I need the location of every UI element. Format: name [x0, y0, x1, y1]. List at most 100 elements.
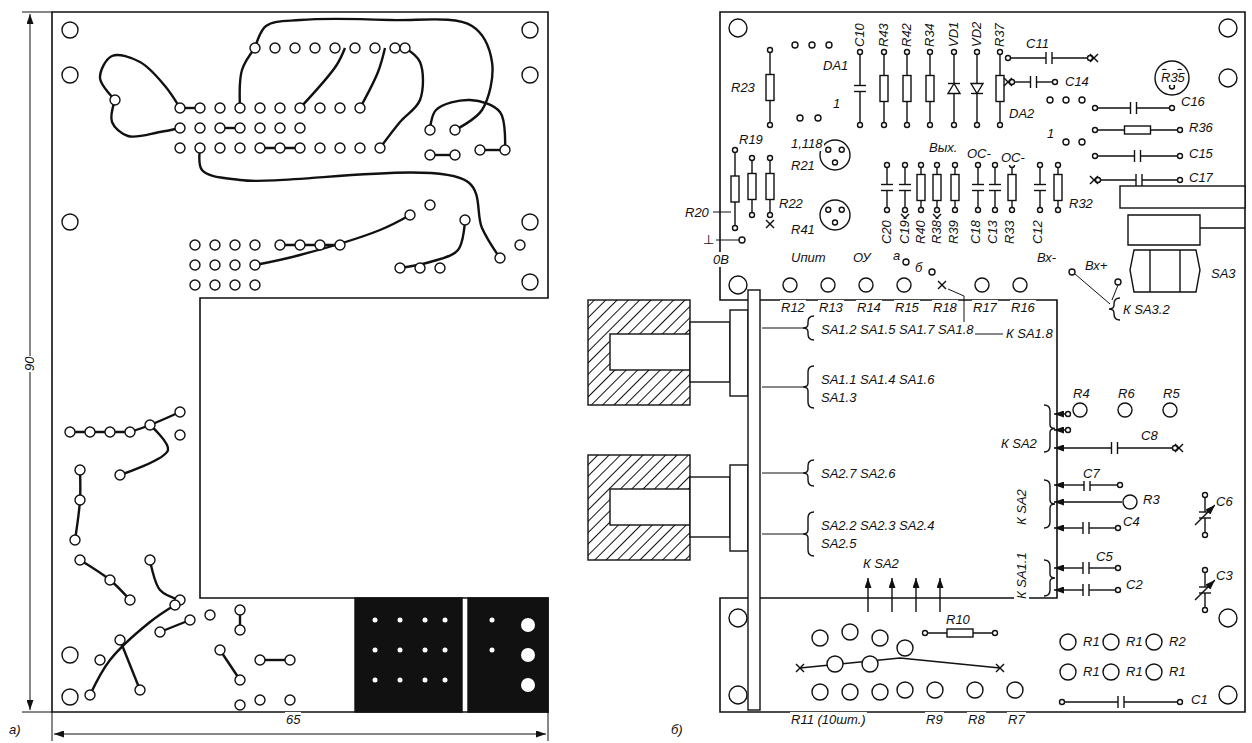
- capacitor-lead: [1054, 527, 1083, 528]
- pad: [275, 143, 285, 153]
- resistor-pad: [1103, 664, 1119, 680]
- dimension-line: [54, 734, 546, 735]
- leader-arrow: [867, 578, 868, 612]
- capacitor-symbol: [1051, 52, 1052, 64]
- pad: [1178, 700, 1183, 705]
- part-label: Вх+: [1084, 258, 1108, 273]
- ground-lead: [716, 240, 739, 241]
- knob-shaft: [610, 334, 690, 370]
- copper-trace: [90, 605, 175, 695]
- drill-hole: [398, 648, 403, 653]
- drill-hole: [490, 618, 495, 623]
- pad: [215, 143, 225, 153]
- resistor-pad: [872, 684, 888, 700]
- part-label: C2: [1125, 577, 1144, 592]
- ic-pin: [792, 42, 798, 48]
- pad: [750, 213, 755, 218]
- part-label: R42: [899, 22, 914, 48]
- pad: [1010, 208, 1015, 213]
- part-label: R19: [738, 132, 764, 147]
- part-label: C17: [1188, 170, 1214, 185]
- capacitor-symbol: [989, 184, 1001, 185]
- pad: [1013, 278, 1027, 292]
- mounting-hole: [62, 214, 78, 230]
- part-label: 1: [1046, 126, 1055, 141]
- drill-hole: [521, 648, 535, 662]
- resistor-symbol: [766, 174, 774, 200]
- pad: [993, 208, 998, 213]
- part-label: R10: [945, 612, 971, 627]
- pad: [395, 263, 405, 273]
- pad: [115, 635, 125, 645]
- part-label: R12: [780, 300, 806, 315]
- part-label: а: [892, 248, 901, 263]
- part-label: R33: [1002, 219, 1017, 245]
- capacitor-lead: [859, 92, 860, 126]
- pad: [295, 143, 305, 153]
- ic-pin: [1047, 97, 1053, 103]
- pad: [105, 575, 115, 585]
- leader-line: [762, 473, 803, 474]
- cross-mark: [796, 664, 804, 672]
- resistor-pad: [1103, 634, 1119, 650]
- part-label: 90: [22, 356, 37, 372]
- cross-mark: [1175, 444, 1183, 452]
- capacitor-lead: [1118, 447, 1176, 448]
- pad: [250, 240, 260, 250]
- resistor-pad: [1146, 664, 1162, 680]
- part-label: C11: [1025, 36, 1050, 51]
- capacitor-symbol: [899, 190, 911, 191]
- pad: [425, 125, 435, 135]
- resistor-pad: [862, 656, 878, 672]
- part-label: R6: [1117, 386, 1136, 401]
- knob-section: [588, 300, 690, 405]
- pad: [235, 605, 245, 615]
- pad: [110, 95, 120, 105]
- pad: [295, 123, 305, 133]
- part-label: R21: [790, 158, 816, 173]
- knob-section: [588, 455, 690, 560]
- pad: [998, 50, 1003, 55]
- extension-line: [22, 712, 52, 713]
- pad: [897, 278, 911, 292]
- capacitor-symbol: [1088, 522, 1089, 534]
- part-label: C20: [879, 219, 894, 245]
- pad: [235, 143, 245, 153]
- pad: [1093, 106, 1098, 111]
- part-label: R22: [778, 196, 804, 211]
- mounting-hole: [522, 214, 538, 230]
- pad: [1053, 80, 1058, 85]
- pad: [310, 43, 320, 53]
- bracket: [803, 316, 814, 340]
- pad: [175, 143, 185, 153]
- capacitor-lead: [1124, 701, 1180, 702]
- pad: [190, 280, 200, 290]
- mounting-plate: [748, 290, 760, 710]
- mounting-hole: [522, 22, 538, 38]
- part-label: R15: [894, 300, 920, 315]
- pad: [768, 213, 773, 218]
- resistor-symbol: [926, 76, 934, 102]
- pad: [919, 208, 924, 213]
- leader-line: [762, 387, 803, 388]
- mounting-hole: [1219, 69, 1237, 87]
- capacitor-lead: [1137, 107, 1173, 108]
- drawing-group: [22, 12, 1245, 741]
- bracket: [803, 366, 814, 408]
- pad: [235, 123, 245, 133]
- pad: [826, 207, 831, 212]
- part-label: C18: [968, 219, 983, 245]
- bracket: [1044, 480, 1055, 528]
- part-label: VD1: [946, 21, 961, 48]
- pad: [858, 50, 863, 55]
- copper-trace: [100, 55, 180, 108]
- part-label: 0В: [712, 252, 730, 267]
- copper-trace: [400, 220, 465, 268]
- pad: [1203, 608, 1208, 613]
- pad: [205, 610, 215, 620]
- capacitor-symbol: [1140, 150, 1141, 162]
- part-label: R1: [1082, 664, 1101, 679]
- drill-hole: [490, 648, 495, 653]
- part-label: C14: [1064, 74, 1090, 89]
- pad: [839, 207, 844, 212]
